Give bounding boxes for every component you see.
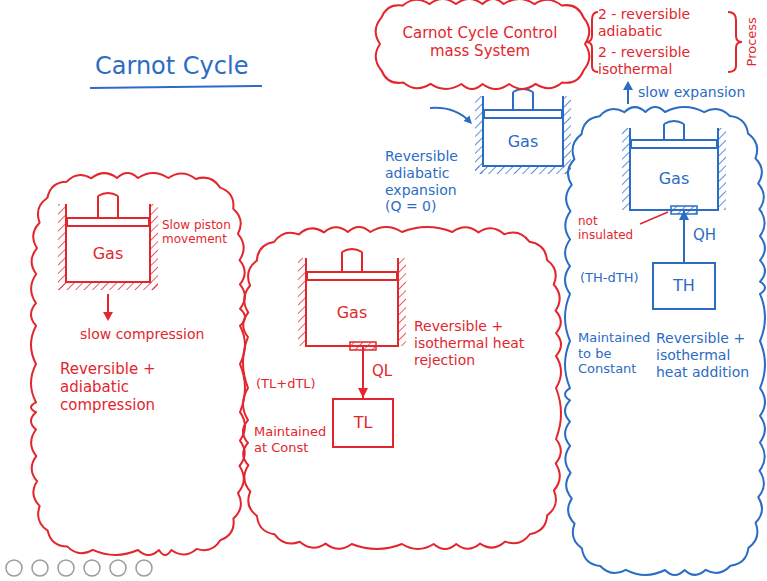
cloud-region: not insulated (TH-dTH) Maintained to be Co… xyxy=(570,112,760,570)
insulation-hatch xyxy=(475,166,571,174)
note-text: 2 - reversible isothermal xyxy=(598,44,726,78)
slide-title: Carnot Cycle xyxy=(95,52,248,81)
cylinder-wall xyxy=(306,258,398,346)
chamber-label: Gas xyxy=(659,169,690,188)
piston xyxy=(67,218,149,226)
arrow-head xyxy=(623,81,633,90)
gas-chamber: Gas xyxy=(306,280,398,346)
arrow-head xyxy=(103,312,113,321)
insulation-hatch xyxy=(475,96,483,174)
insulation-hatch xyxy=(58,282,158,290)
cloud-outline xyxy=(376,0,590,89)
piston xyxy=(307,272,397,280)
note-text: Reversible + isothermal heat rejection xyxy=(414,318,532,368)
note-text: Maintained to be Constant xyxy=(578,330,652,377)
insulation-hatch xyxy=(298,258,306,346)
insulation-hatch xyxy=(718,128,726,210)
cloud-outline xyxy=(31,173,245,555)
note-text: not insulated xyxy=(578,214,636,243)
gas-chamber: Gas xyxy=(483,118,563,166)
reservoir-box: TH xyxy=(652,262,716,310)
chamber-label: TH xyxy=(673,276,695,295)
arrow-head xyxy=(358,388,368,398)
title-underline xyxy=(90,86,262,88)
cylinder-wall xyxy=(630,128,718,210)
note-text: Maintained at Const xyxy=(254,424,326,455)
motion-arrow xyxy=(627,88,629,104)
note-text: (TH-dTH) xyxy=(580,270,639,286)
note-text: Slow piston movement xyxy=(162,218,232,247)
chamber-label: Gas xyxy=(337,303,368,322)
chamber-label: Gas xyxy=(508,132,539,151)
player-button xyxy=(110,560,126,576)
insulation-hatch xyxy=(58,204,66,290)
player-button xyxy=(6,560,22,576)
leader-line xyxy=(640,212,668,224)
heat-flow-arrow xyxy=(679,210,689,262)
heat-label: QH xyxy=(691,226,718,244)
player-button xyxy=(84,560,100,576)
insulation-hatch xyxy=(563,96,571,174)
piston-rod xyxy=(342,249,362,272)
insulation-hatch xyxy=(150,204,158,290)
cylinder-wall xyxy=(66,204,150,282)
player-button xyxy=(58,560,74,576)
note-text: Reversible + adiabatic compression xyxy=(60,360,190,414)
player-button xyxy=(32,560,48,576)
piston xyxy=(484,110,562,118)
brace xyxy=(728,12,742,72)
piston-rod xyxy=(513,89,533,110)
note-text: slow expansion xyxy=(638,84,745,101)
note-text: Carnot Cycle Control mass System xyxy=(395,24,565,60)
arrow-head xyxy=(679,210,689,220)
player-button xyxy=(136,560,152,576)
motion-arrow xyxy=(107,294,109,314)
cloud-outline xyxy=(565,107,765,575)
cylinder-wall xyxy=(483,96,563,166)
note-text: 2 - reversible adiabatic xyxy=(598,6,726,40)
heat-flow-arrow xyxy=(358,346,368,398)
chamber-label: TL xyxy=(354,413,373,432)
cloud-region: (TL+dTL) Maintained at Const Reversible + … xyxy=(248,232,556,544)
piston xyxy=(631,140,717,148)
cloud-region: Slow piston movement slow compressionReve… xyxy=(36,178,240,550)
cloud-region: Carnot Cycle Control mass System xyxy=(380,4,585,84)
note-text: Reversible + isothermal heat addition xyxy=(656,330,752,380)
arrow-head xyxy=(464,115,472,124)
chamber-label: Gas xyxy=(93,244,124,263)
note-text: Reversible adiabatic expansion (Q = 0) xyxy=(385,148,469,215)
brace-label: Process xyxy=(744,17,760,66)
gas-chamber: Gas xyxy=(66,226,150,282)
reservoir-box: TL xyxy=(332,398,394,448)
cloud-outline xyxy=(243,227,561,549)
insulation-hatch xyxy=(622,128,630,210)
gas-chamber: Gas xyxy=(630,148,718,210)
heat-label: QL xyxy=(370,362,394,380)
note-text: slow compression xyxy=(80,326,204,343)
piston-rod xyxy=(98,193,118,218)
pointer-arrow xyxy=(430,108,470,122)
note-text: (TL+dTL) xyxy=(256,376,316,392)
insulation-hatch xyxy=(398,258,406,346)
piston-rod xyxy=(664,121,684,140)
